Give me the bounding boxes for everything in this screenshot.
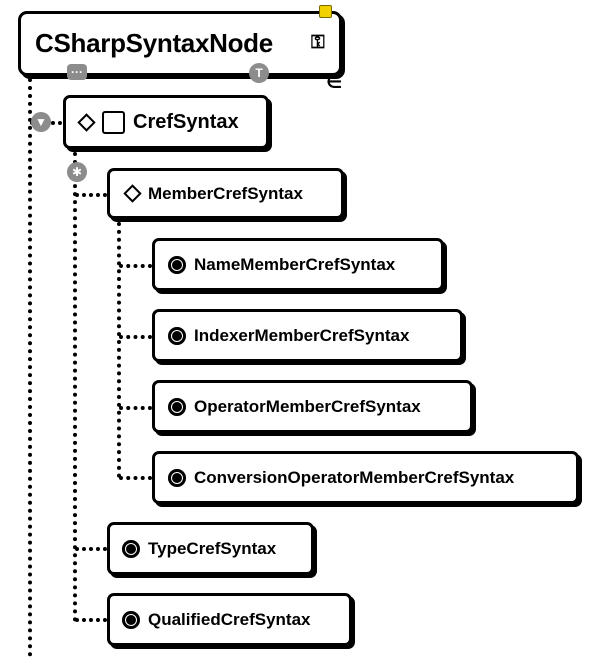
node-label: ConversionOperatorMemberCrefSyntax <box>194 467 515 487</box>
sealed-class-icon <box>168 255 186 274</box>
node-label: CrefSyntax <box>133 110 239 133</box>
connector-conversion-member <box>119 476 152 480</box>
extension-icon: ∈ <box>326 72 343 92</box>
node-operator-member-cref-syntax[interactable]: OperatorMemberCrefSyntax <box>152 380 473 433</box>
collapse-button[interactable]: ▼ <box>31 112 51 132</box>
connector-indexer-member <box>119 335 152 339</box>
abstract-diamond-icon <box>123 184 142 203</box>
node-conversion-operator-member-cref-syntax[interactable]: ConversionOperatorMemberCrefSyntax <box>152 451 579 504</box>
connector-name-member <box>119 264 152 268</box>
yellow-badge-icon <box>319 5 332 18</box>
sealed-class-icon <box>168 397 186 416</box>
inheritance-toggle-button[interactable]: T <box>249 63 269 83</box>
abstract-diamond-icon <box>77 112 96 132</box>
node-indexer-member-cref-syntax[interactable]: IndexerMemberCrefSyntax <box>152 309 463 362</box>
node-member-cref-syntax[interactable]: MemberCrefSyntax <box>107 168 344 219</box>
node-cref-syntax[interactable]: CrefSyntax <box>63 95 269 149</box>
sealed-class-icon <box>122 610 140 629</box>
connector-cref-trunk <box>73 152 77 622</box>
node-label: CSharpSyntaxNode <box>35 28 273 58</box>
sealed-class-icon <box>168 468 186 487</box>
node-label: TypeCrefSyntax <box>148 538 277 558</box>
square-icon <box>102 110 125 134</box>
node-type-cref-syntax[interactable]: TypeCrefSyntax <box>107 522 314 575</box>
node-label: OperatorMemberCrefSyntax <box>194 396 421 416</box>
node-label: IndexerMemberCrefSyntax <box>194 325 410 345</box>
connector-qualified-cref <box>75 618 107 622</box>
hierarchy-icon: ⚿ <box>311 32 325 52</box>
more-members-button[interactable]: ··· <box>67 64 87 80</box>
node-qualified-cref-syntax[interactable]: QualifiedCrefSyntax <box>107 593 352 646</box>
node-label: QualifiedCrefSyntax <box>148 609 311 629</box>
sealed-class-icon <box>122 539 140 558</box>
node-name-member-cref-syntax[interactable]: NameMemberCrefSyntax <box>152 238 444 291</box>
sealed-class-icon <box>168 326 186 345</box>
connector-root-trunk <box>28 78 32 657</box>
connector-member-trunk <box>117 222 121 478</box>
connector-type-cref <box>75 547 107 551</box>
node-label: MemberCrefSyntax <box>148 183 303 203</box>
node-label: NameMemberCrefSyntax <box>194 254 396 274</box>
connector-member-cref <box>75 193 107 197</box>
connector-operator-member <box>119 406 152 410</box>
expand-all-button[interactable]: ✱ <box>67 162 87 182</box>
